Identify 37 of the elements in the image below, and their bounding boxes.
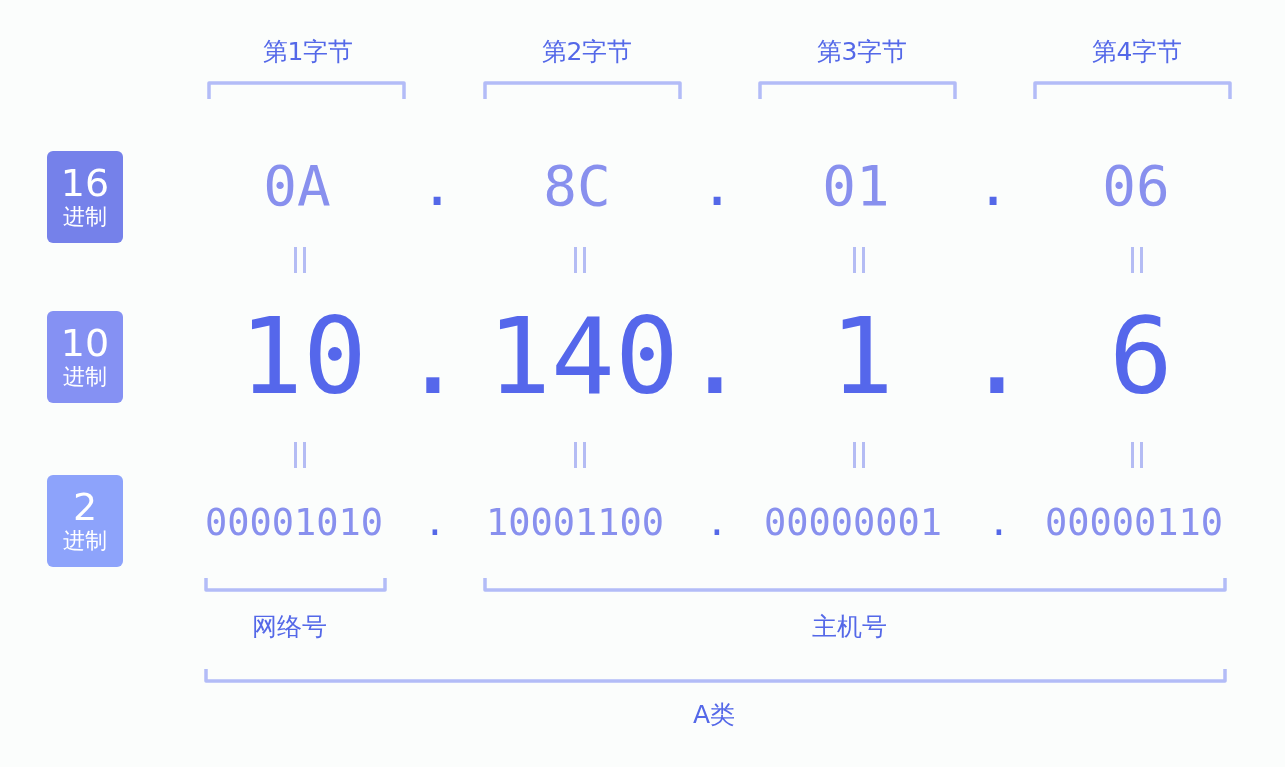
byte-heading: 第1字节 [262, 38, 354, 64]
class-label: A类 [692, 701, 736, 727]
hex-value: 06 [1102, 158, 1170, 214]
hex-value: 0A [263, 158, 331, 214]
radix-badge [47, 151, 123, 243]
binary-value: 00000110 [1044, 503, 1224, 541]
dot-separator: . [683, 304, 747, 410]
dot-separator: . [705, 503, 729, 541]
byte-heading: 第4字节 [1091, 38, 1183, 64]
part-label: 主机号 [811, 613, 887, 639]
dot-separator: . [423, 503, 447, 541]
dot-separator: . [700, 158, 734, 214]
dot-separator: . [976, 158, 1010, 214]
radix-number: 16 [59, 164, 111, 202]
radix-number: 2 [71, 488, 99, 526]
radix-number: 10 [59, 324, 111, 362]
radix-badge [47, 311, 123, 403]
part-label: 网络号 [251, 613, 327, 639]
radix-badge [47, 475, 123, 567]
hex-value: 8C [543, 158, 611, 214]
decimal-value: 10 [239, 304, 367, 410]
byte-heading: 第2字节 [541, 38, 633, 64]
dot-separator: . [987, 503, 1011, 541]
decimal-value: 1 [830, 304, 894, 410]
binary-value: 10001100 [485, 503, 665, 541]
byte-heading: 第3字节 [816, 38, 908, 64]
binary-value: 00001010 [204, 503, 384, 541]
decimal-value: 6 [1109, 304, 1173, 410]
dot-separator: . [965, 304, 1029, 410]
radix-name: 进制 [62, 530, 108, 552]
radix-name: 进制 [62, 366, 108, 388]
binary-value: 00000001 [763, 503, 943, 541]
dot-separator: . [420, 158, 454, 214]
decimal-value: 140 [487, 304, 679, 410]
hex-value: 01 [822, 158, 890, 214]
dot-separator: . [401, 304, 465, 410]
radix-name: 进制 [62, 206, 108, 228]
